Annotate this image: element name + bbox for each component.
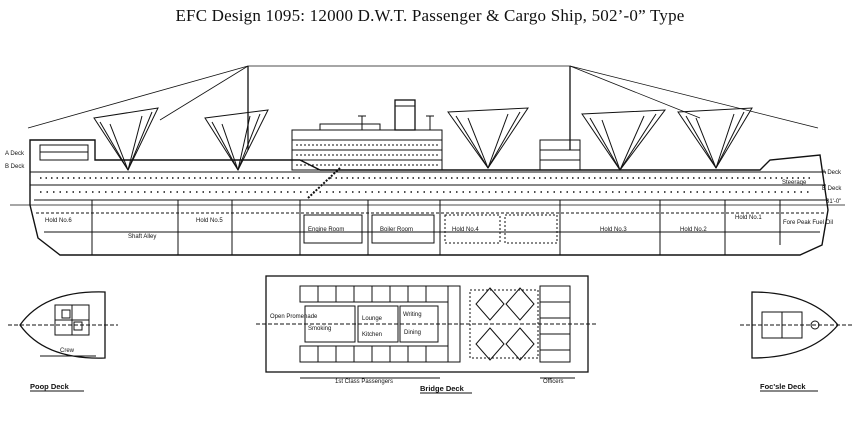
shaft-alley-label: Shaft Alley xyxy=(128,234,156,240)
superstructure xyxy=(291,99,581,199)
b-deck-fwd-label: B Deck xyxy=(822,186,842,192)
hold-1-label: Hold No.1 xyxy=(735,215,762,221)
hold-6-label: Hold No.6 xyxy=(45,218,72,224)
rigging-stays xyxy=(27,65,819,129)
hold-3-label: Hold No.3 xyxy=(600,227,627,233)
page-title: EFC Design 1095: 12000 D.W.T. Passenger … xyxy=(175,6,685,25)
crew-label: Crew xyxy=(60,348,75,354)
engine-room-label: Engine Room xyxy=(308,227,344,233)
a-deck-aft-label: A Deck xyxy=(5,151,25,157)
fore-peak-label: Fore Peak Fuel Oil xyxy=(783,220,833,226)
boiler-room-label: Boiler Room xyxy=(380,227,413,233)
funnel xyxy=(394,99,416,131)
hold-4-label: Hold No.4 xyxy=(452,227,479,233)
ship-profile: A Deck B Deck Hold No.6 Hold No.5 Shaft … xyxy=(5,65,845,256)
officers-label: Officers xyxy=(543,379,564,385)
hold-5-label: Hold No.5 xyxy=(196,218,223,224)
poop-deck-plan: Crew Poop Deck xyxy=(8,291,118,392)
bridge-deck-plan: Open Promenade Smoking Lounge Writing Di… xyxy=(256,275,598,394)
b-deck-aft-label: B Deck xyxy=(5,164,25,170)
draft-label: 31'-0" xyxy=(826,199,841,205)
steerage-label: Steerage xyxy=(782,180,807,186)
a-deck-fwd-label: A Deck xyxy=(822,170,842,176)
profile-labels: A Deck B Deck Hold No.6 Hold No.5 Shaft … xyxy=(5,151,842,240)
lounge-label: Lounge xyxy=(362,316,383,322)
focsle-deck-caption: Foc'sle Deck xyxy=(760,382,806,391)
writing-label: Writing xyxy=(403,312,422,318)
focsle-deck-plan: Foc'sle Deck xyxy=(740,291,852,392)
smoking-label: Smoking xyxy=(308,326,331,332)
kitchen-label: Kitchen xyxy=(362,332,382,338)
masts xyxy=(247,66,571,150)
hull xyxy=(10,139,845,256)
dining-label: Dining xyxy=(404,330,421,336)
poop-deck-caption: Poop Deck xyxy=(30,382,70,391)
hold-2-label: Hold No.2 xyxy=(680,227,707,233)
bridge-deck-caption: Bridge Deck xyxy=(420,384,465,393)
open-promenade-label: Open Promenade xyxy=(270,314,318,320)
first-class-label: 1st Class Passengers xyxy=(335,379,393,385)
